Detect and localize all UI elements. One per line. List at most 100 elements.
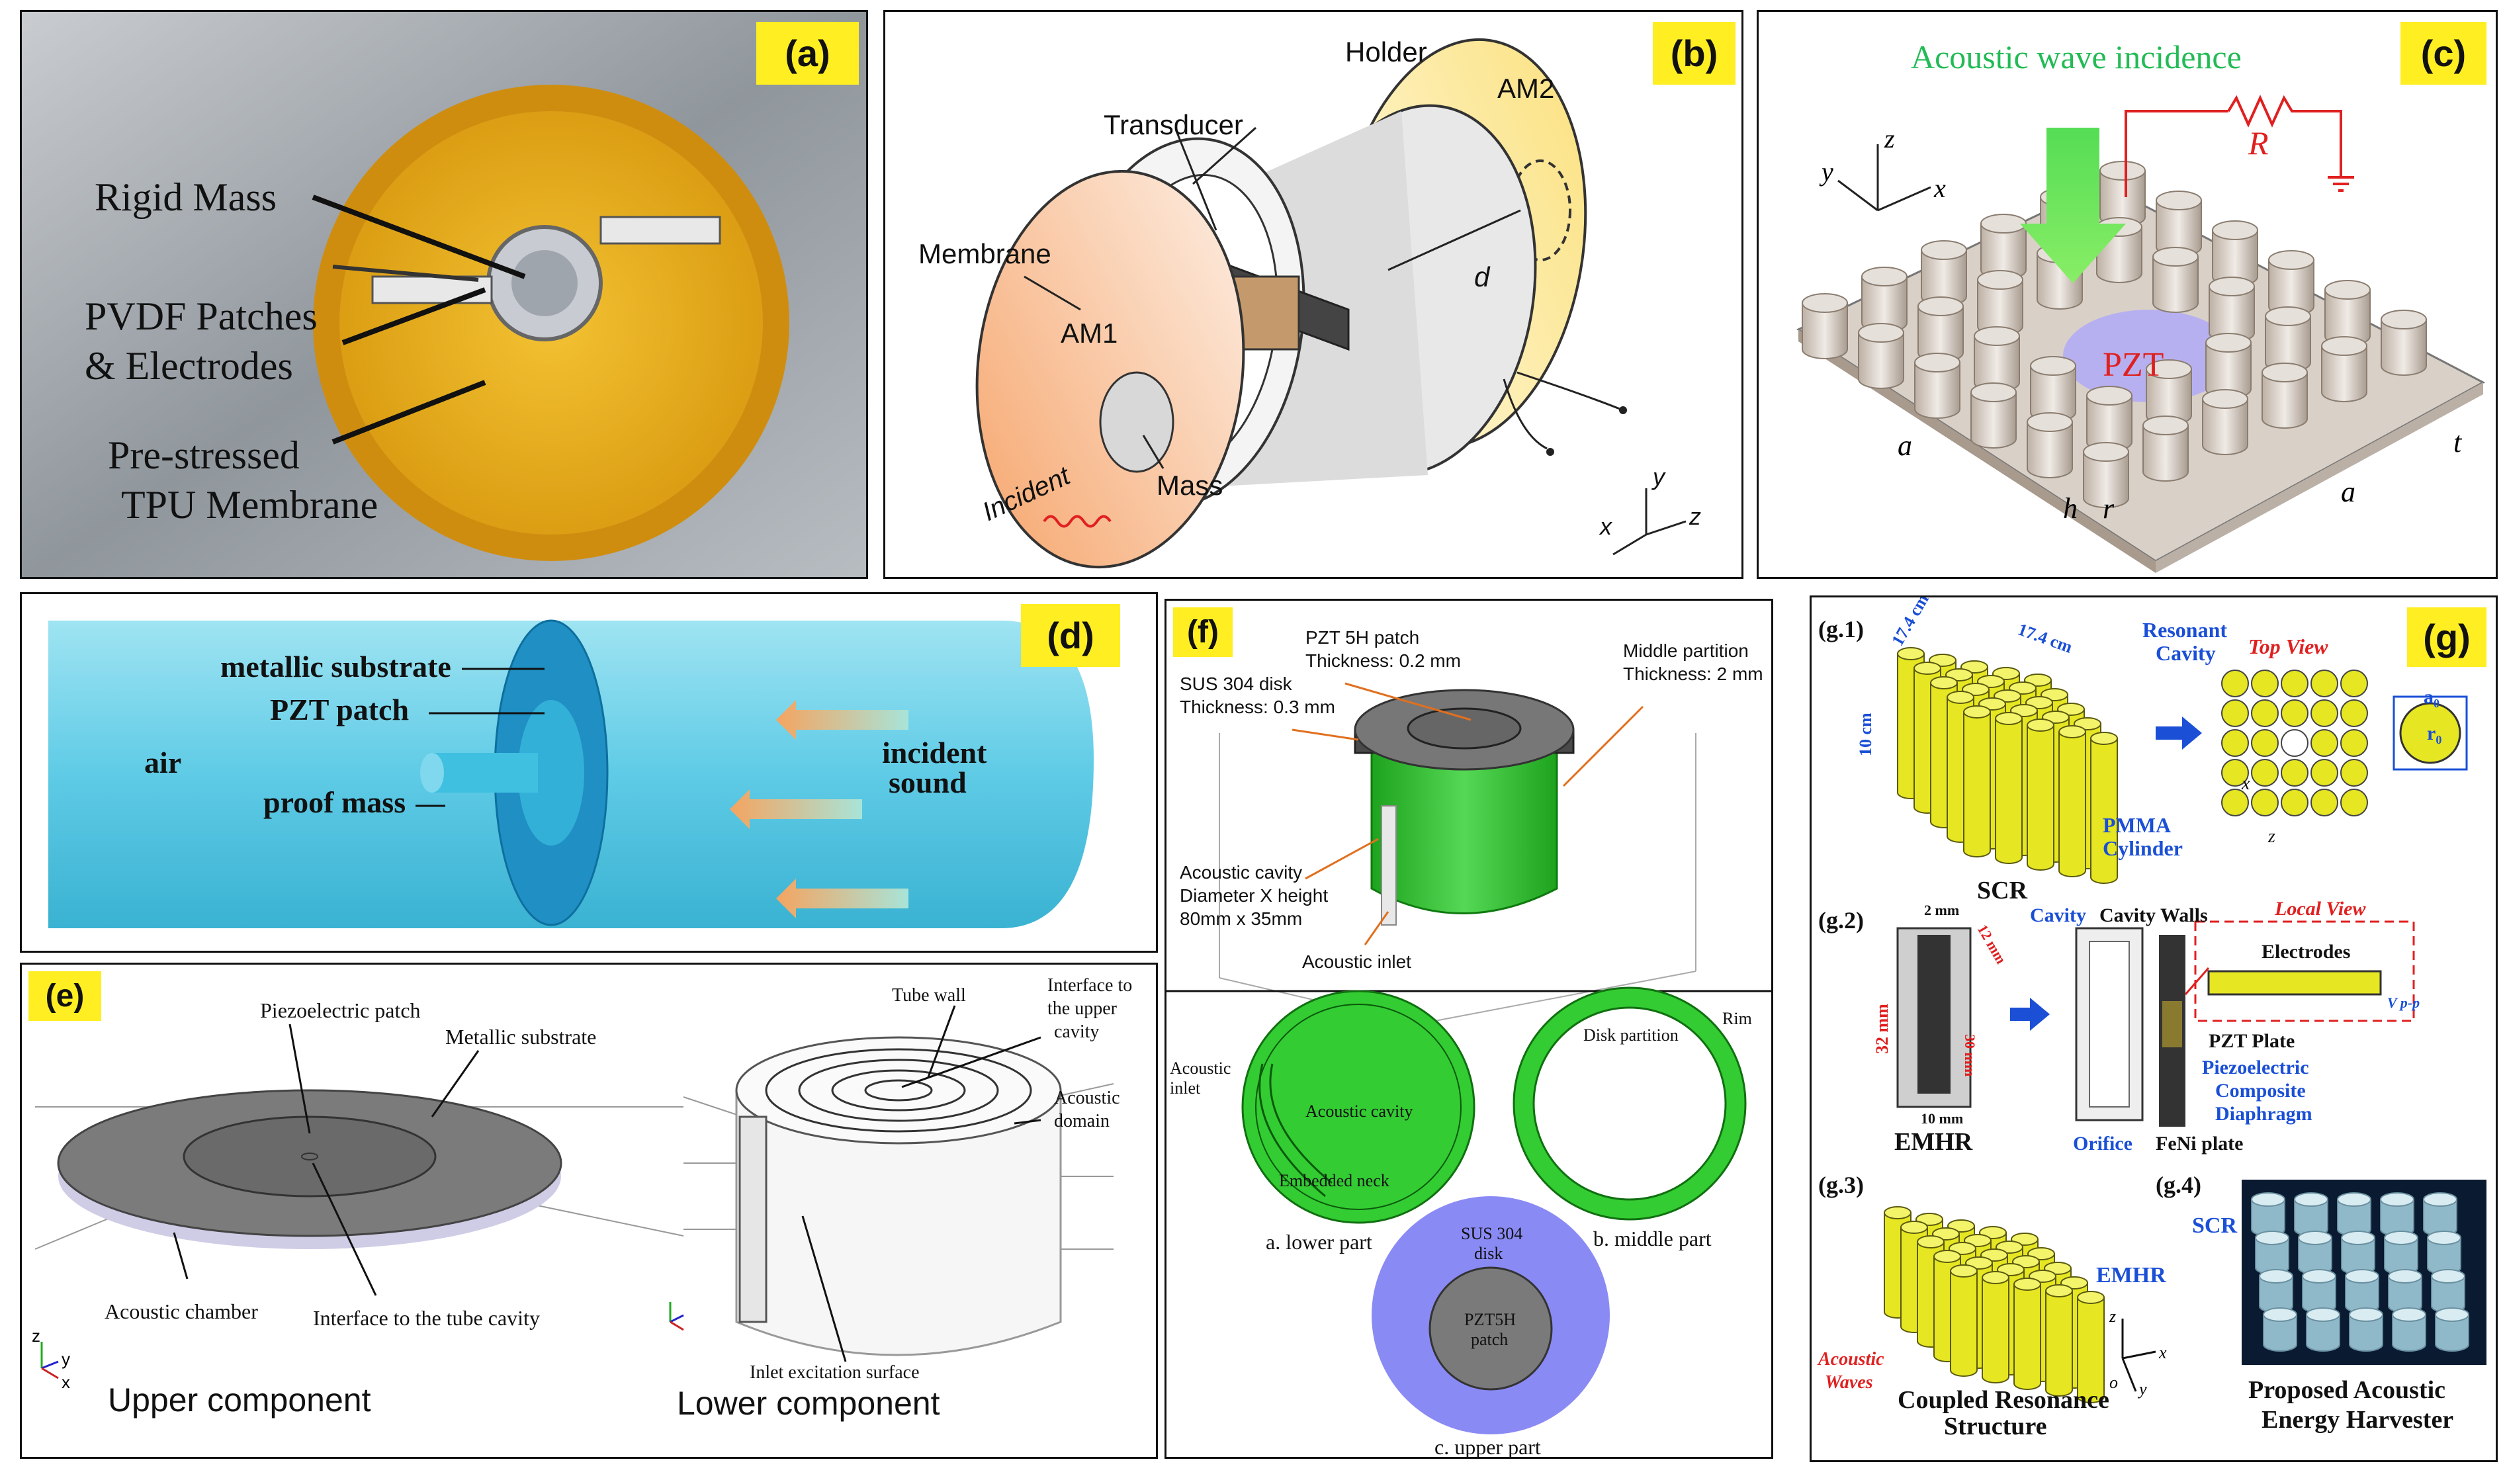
g3-id: (g.3) bbox=[1818, 1172, 1864, 1198]
label-metallic-substrate: Metallic substrate bbox=[445, 1025, 596, 1049]
top-view-cylinder bbox=[2221, 699, 2249, 727]
top-view-cylinder bbox=[2340, 670, 2368, 697]
label-pzt: PZT bbox=[2103, 346, 2164, 384]
label-resistor: R bbox=[2248, 124, 2269, 161]
g2-d3: 32 mm bbox=[1872, 1004, 1892, 1054]
top-view-cylinder bbox=[2221, 729, 2249, 757]
cylinder bbox=[2086, 386, 2132, 452]
cylinder bbox=[1917, 296, 1964, 363]
label-sus-thickness: Thickness: 0.3 mm bbox=[1180, 697, 1335, 717]
top-view-cylinder bbox=[2340, 729, 2368, 757]
g1-scr: SCR bbox=[1977, 877, 2028, 904]
local-view-box bbox=[2194, 920, 2415, 1022]
label-interface-3: cavity bbox=[1054, 1022, 1099, 1042]
label-incident: incident bbox=[882, 736, 987, 769]
am1-disk bbox=[975, 169, 1245, 569]
label-arrow bbox=[331, 380, 486, 445]
label-tpu: TPU Membrane bbox=[121, 483, 378, 527]
panel-tag: (e) bbox=[28, 971, 101, 1021]
top-view-cylinder bbox=[2310, 729, 2338, 757]
label-pzt: PZT patch bbox=[270, 693, 409, 726]
g2-d5: 10 mm bbox=[1921, 1110, 1963, 1127]
panel-b-illustration: Holder AM2 Transducer Membrane AM1 d Mas… bbox=[918, 36, 1701, 569]
g4-caption-1: Proposed Acoustic bbox=[2248, 1376, 2445, 1404]
top-view-cylinder bbox=[2340, 699, 2368, 727]
photo-cylinder bbox=[2427, 1231, 2461, 1275]
label-h: h bbox=[2063, 492, 2078, 525]
g1-dim-3: 10 cm bbox=[1856, 713, 1875, 756]
panel-tag: (b) bbox=[1653, 22, 1736, 85]
incident-arrows bbox=[730, 700, 908, 918]
g2-id: (g.2) bbox=[1818, 907, 1864, 934]
label-lower-part: a. lower part bbox=[1266, 1230, 1372, 1254]
g2-vpp: V p-p bbox=[2387, 994, 2420, 1011]
g3-emhr: EMHR bbox=[2096, 1263, 2166, 1288]
g1-axis-z: z bbox=[2267, 826, 2275, 847]
photo-cylinder bbox=[2380, 1192, 2414, 1237]
cylinder bbox=[2209, 277, 2255, 343]
photo-cylinder bbox=[2392, 1307, 2426, 1352]
photo-cylinder bbox=[2263, 1307, 2297, 1352]
label-membrane: Membrane bbox=[918, 238, 1051, 269]
photo-cylinder bbox=[2423, 1192, 2457, 1237]
top-view-cylinder bbox=[2310, 789, 2338, 816]
top-view-cylinder bbox=[2281, 789, 2308, 816]
label-sus-304: SUS 304 bbox=[1461, 1224, 1522, 1243]
panel-d-illustration: metallic substrate PZT patch proof mass … bbox=[48, 619, 1094, 928]
g1-r0: r₀ bbox=[2427, 722, 2441, 744]
top-view-cylinder bbox=[2281, 759, 2308, 787]
label-rim: Rim bbox=[1722, 1009, 1752, 1028]
axis-y: y bbox=[1651, 463, 1666, 490]
pmma-cylinder bbox=[2090, 732, 2118, 884]
label-acoustic-cavity: Acoustic cavity bbox=[1180, 862, 1302, 883]
coupled-cylinder bbox=[2045, 1284, 2073, 1397]
top-view-cylinder bbox=[2221, 789, 2249, 816]
g1-pmma: PMMA bbox=[2103, 813, 2171, 837]
axis-z: z bbox=[1884, 124, 1895, 153]
axis-y: y bbox=[1819, 157, 1833, 187]
label-pzt-patch: PZT 5H patch bbox=[1305, 627, 1419, 648]
label-r: r bbox=[2103, 492, 2115, 525]
panel-f: PZT 5H patch Thickness: 0.2 mm SUS 304 d… bbox=[1165, 599, 1773, 1459]
g4-scr: SCR bbox=[2192, 1213, 2237, 1238]
label-electrodes: & Electrodes bbox=[85, 344, 293, 388]
g2-d4: 30 mm bbox=[1962, 1034, 1978, 1076]
g2-electrodes: Electrodes bbox=[2262, 941, 2350, 963]
g1-axis-x: x bbox=[2241, 773, 2250, 794]
label-domain-2: domain bbox=[1054, 1111, 1110, 1131]
panel-a-illustration: Rigid Mass PVDF Patches & Electrodes Pre… bbox=[22, 12, 866, 577]
panel-c: PZT R Acoustic wave incidence z x y a a … bbox=[1757, 10, 2498, 579]
axis-z: z bbox=[1689, 503, 1701, 530]
spiral-channel bbox=[765, 1048, 1032, 1133]
top-view-cylinder bbox=[2251, 699, 2279, 727]
cylinder bbox=[1914, 353, 1960, 419]
cylinder bbox=[2030, 356, 2076, 422]
label-arrow bbox=[341, 287, 486, 345]
panel-tag: (c) bbox=[2400, 22, 2486, 85]
label-tube-wall: Tube wall bbox=[892, 985, 966, 1006]
cylinder bbox=[2202, 389, 2248, 455]
label-interface: Interface to the tube cavity bbox=[313, 1306, 540, 1330]
cylinder bbox=[2027, 412, 2073, 478]
label-pvdf: PVDF Patches bbox=[85, 294, 318, 338]
cylinder bbox=[1802, 293, 1848, 359]
g3-axis-x: x bbox=[2158, 1343, 2167, 1362]
label-mass: Mass bbox=[1157, 470, 1223, 501]
label-proof-mass: proof mass bbox=[263, 785, 406, 819]
photo-cylinder bbox=[2345, 1269, 2379, 1313]
label-air: air bbox=[144, 746, 181, 779]
cylinder bbox=[2268, 250, 2314, 316]
photo-cylinder bbox=[2435, 1307, 2469, 1352]
label-patch: patch bbox=[1471, 1330, 1508, 1349]
cylinder bbox=[1980, 214, 2027, 280]
g2-orifice: Orifice bbox=[2073, 1133, 2132, 1155]
label-inlet-2: inlet bbox=[1170, 1078, 1201, 1098]
g1-cavity: Cavity bbox=[2156, 641, 2216, 665]
label-a-right: a bbox=[2341, 476, 2355, 508]
panel-g: (g.1) 17.4 cm 17.4 cm 10 cm Resonant Cav… bbox=[1810, 595, 2498, 1462]
tube-wall bbox=[735, 1090, 1062, 1356]
g1-dim-2: 17.4 cm bbox=[2015, 619, 2075, 657]
caption-lower: Lower component bbox=[677, 1385, 940, 1422]
photo-cylinder bbox=[2302, 1269, 2336, 1313]
axis-y: y bbox=[62, 1349, 70, 1369]
